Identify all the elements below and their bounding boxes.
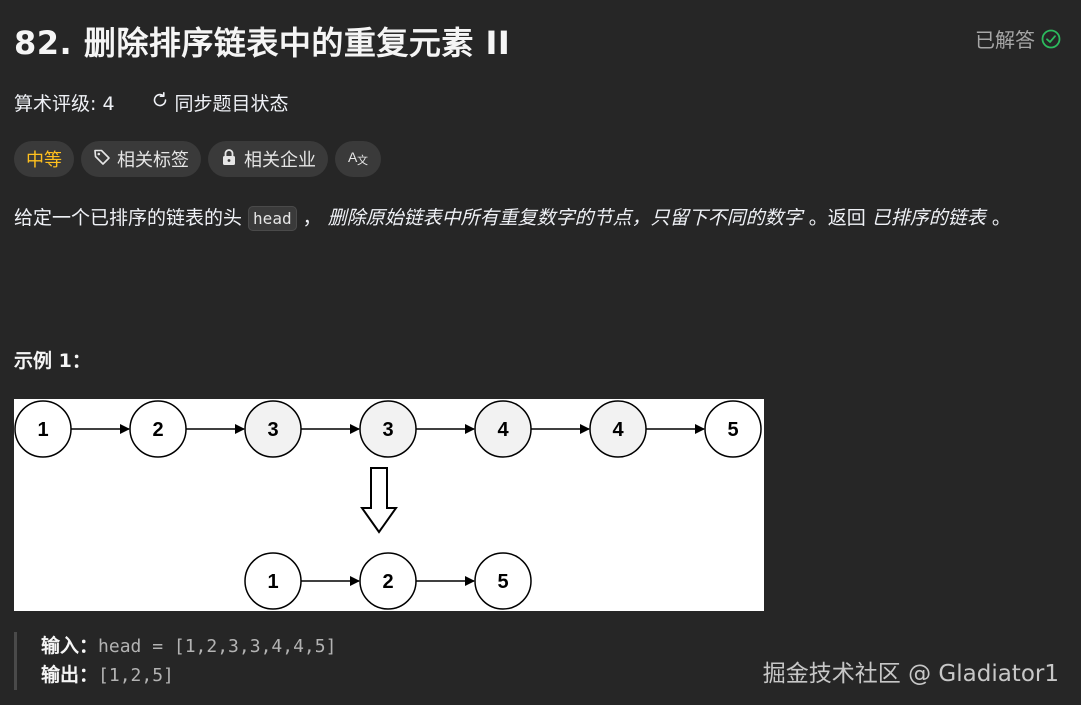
output-label: 输出： (41, 664, 99, 686)
top-node-label: 5 (727, 419, 738, 441)
rating-label: 算术评级: 4 (14, 93, 115, 115)
top-node (129, 400, 187, 458)
related-companies-button[interactable]: 相关企业 (208, 141, 328, 177)
problem-description: 给定一个已排序的链表的头 head ， 删除原始链表中所有重复数字的节点，只留下… (14, 202, 1069, 235)
bottom-node (474, 552, 532, 610)
example-title: 示例 1： (14, 350, 91, 372)
difficulty-badge[interactable]: 中等 (14, 141, 74, 177)
solved-label: 已解答 (975, 28, 1035, 52)
refresh-icon (151, 91, 169, 114)
bottom-node (244, 552, 302, 610)
top-node-label: 4 (497, 419, 509, 441)
translate-icon: A 文 (347, 148, 369, 171)
input-value: head = [1,2,3,3,4,4,5] (98, 636, 337, 657)
diagram-svg: 1 2 3 3 4 4 5 1 2 5 (14, 400, 762, 610)
top-node-label: 4 (612, 419, 624, 441)
svg-text:A: A (348, 149, 358, 165)
top-node (359, 400, 417, 458)
svg-text:文: 文 (357, 153, 368, 166)
meta-row: 算术评级: 4 同步题目状态 (14, 89, 289, 116)
top-node-label: 2 (152, 419, 163, 441)
desc-text-1: 给定一个已排序的链表的头 (14, 207, 249, 229)
top-node (589, 400, 647, 458)
top-node (244, 400, 302, 458)
sync-status-button[interactable]: 同步题目状态 (151, 89, 289, 116)
output-value: [1,2,5] (98, 665, 174, 686)
tag-icon (93, 148, 111, 171)
solved-status: 已解答 (975, 24, 1061, 53)
bottom-node (359, 552, 417, 610)
output-line: 输出：[1,2,5] (41, 661, 336, 690)
bottom-node-label: 2 (382, 571, 393, 593)
related-tags-label: 相关标签 (117, 150, 189, 171)
related-tags-button[interactable]: 相关标签 (81, 141, 201, 177)
bottom-node-label: 5 (497, 571, 508, 593)
tag-row: 中等 相关标签 相关企业 (14, 141, 381, 177)
difficulty-label: 中等 (26, 150, 62, 171)
input-label: 输入： (41, 635, 99, 657)
bottom-row: 1 2 5 (244, 552, 532, 610)
desc-emphasis-1: 删除原始链表中所有重复数字的节点，只留下不同的数字 (327, 207, 803, 229)
desc-emphasis-2: 已排序的链表 (871, 207, 986, 229)
translate-button[interactable]: A 文 (335, 141, 381, 177)
top-node (14, 400, 72, 458)
top-row: 1 2 3 3 4 4 5 (14, 400, 762, 458)
top-node-label: 3 (382, 419, 393, 441)
code-head: head (248, 206, 297, 231)
sync-label: 同步题目状态 (174, 93, 289, 115)
top-node (704, 400, 762, 458)
related-companies-label: 相关企业 (244, 150, 316, 171)
top-node-label: 3 (267, 419, 278, 441)
desc-text-3: 。返回 (802, 207, 872, 229)
lock-icon (220, 148, 238, 171)
watermark: 掘金技术社区 @ Gladiator1 (762, 661, 1059, 687)
down-arrow-icon (360, 467, 398, 534)
problem-title: 82. 删除排序链表中的重复元素 II (14, 24, 511, 62)
top-node-label: 1 (37, 419, 48, 441)
input-line: 输入：head = [1,2,3,3,4,4,5] (41, 632, 336, 661)
example-io: 输入：head = [1,2,3,3,4,4,5] 输出：[1,2,5] (14, 632, 336, 690)
top-node (474, 400, 532, 458)
desc-text-2: ， (296, 207, 328, 229)
desc-text-4: 。 (985, 207, 1011, 229)
bottom-node-label: 1 (267, 571, 278, 593)
check-circle-icon (1041, 29, 1061, 49)
linked-list-diagram: 1 2 3 3 4 4 5 1 2 5 (14, 399, 764, 611)
